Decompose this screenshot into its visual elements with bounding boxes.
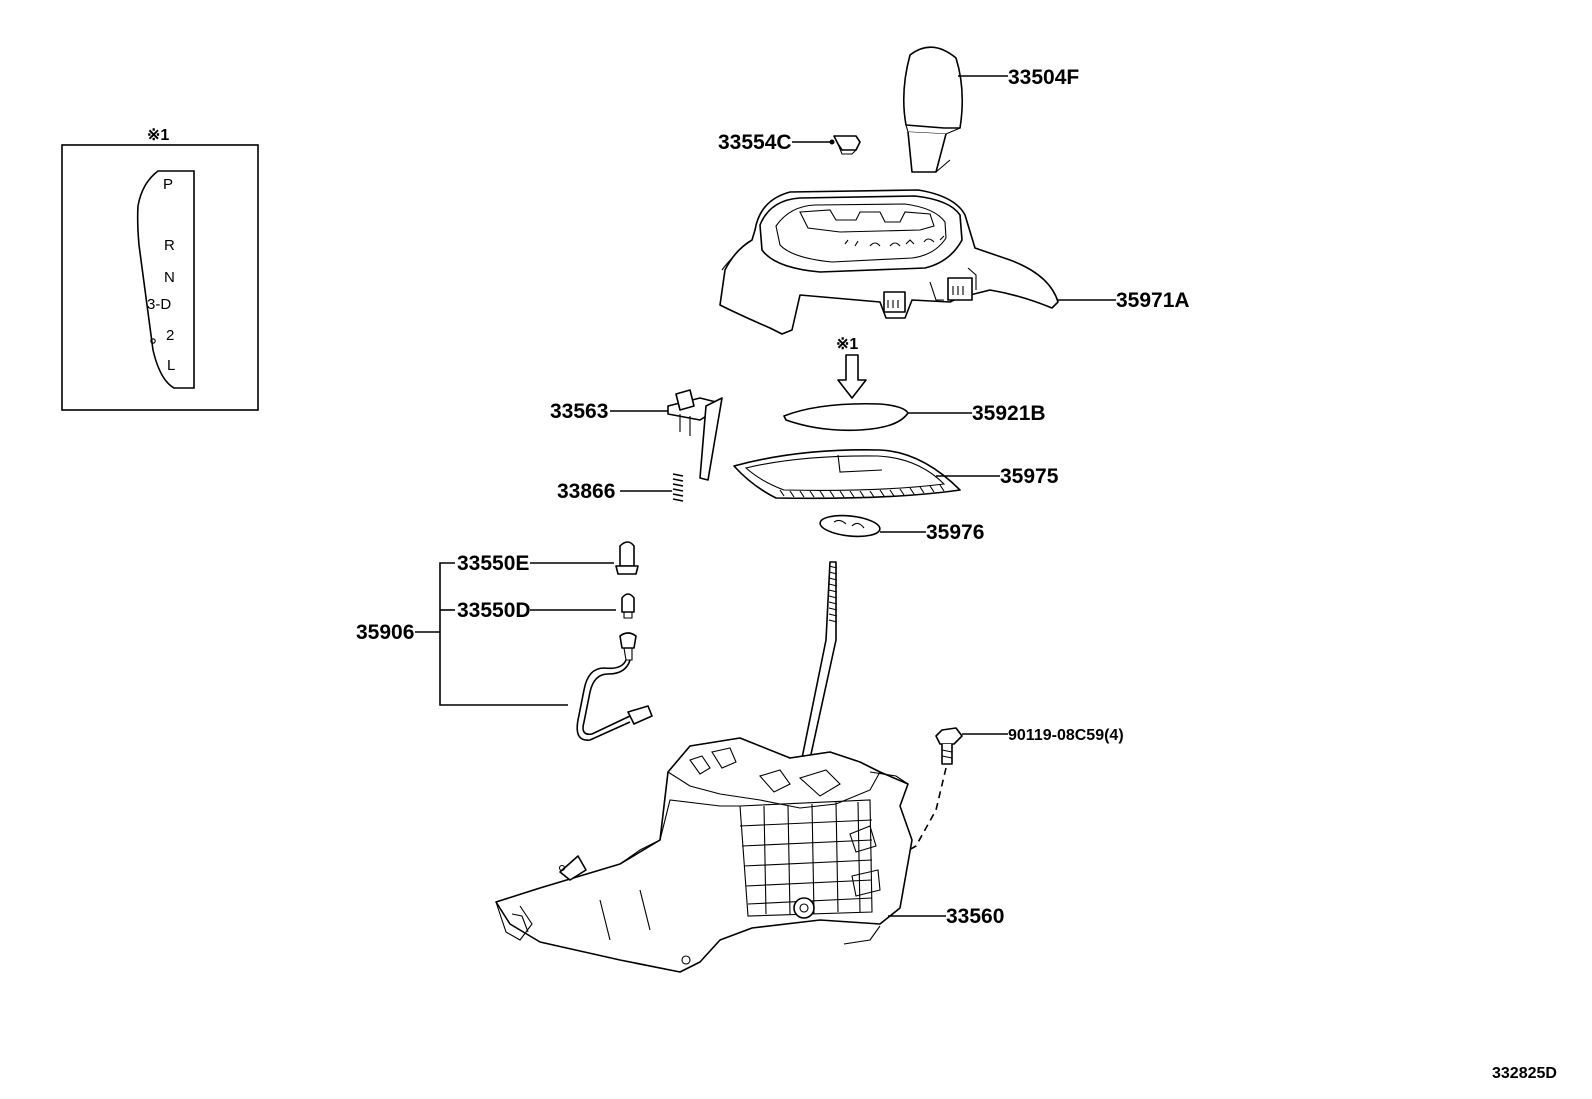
lever-assembly-33560: 33560 bbox=[495, 561, 1004, 973]
slide-plate-35975: 35975 bbox=[733, 449, 1059, 500]
console-bezel-35971A: 35971A bbox=[719, 189, 1190, 335]
shift-button-33554C: 33554C bbox=[718, 131, 861, 155]
callout-35975: 35975 bbox=[1000, 465, 1059, 488]
small-plate-35976: 35976 bbox=[819, 514, 984, 544]
callout-33550E: 33550E bbox=[457, 552, 529, 575]
gate-p: P bbox=[163, 176, 173, 193]
callout-35906: 35906 bbox=[356, 621, 414, 644]
gate-n: N bbox=[164, 269, 175, 286]
callout-35921B: 35921B bbox=[972, 402, 1046, 425]
shift-pattern-inset: ※1 P R N 3-D 2 L bbox=[61, 127, 259, 411]
callout-90119-08C59: 90119-08C59(4) bbox=[1008, 727, 1124, 744]
bolt-90119-08C59: 90119-08C59(4) bbox=[887, 727, 1124, 863]
gate-plate-outline bbox=[136, 170, 195, 389]
wire-harness bbox=[576, 632, 653, 741]
callout-35971A: 35971A bbox=[1116, 289, 1190, 312]
inset-frame bbox=[61, 144, 259, 411]
gate-l: L bbox=[167, 357, 175, 374]
gate-2: 2 bbox=[166, 327, 174, 344]
callout-33563: 33563 bbox=[550, 400, 608, 423]
gate-indicator-dot bbox=[150, 338, 156, 344]
gate-3d: 3-D bbox=[147, 296, 171, 313]
callout-33550D: 33550D bbox=[457, 599, 531, 622]
callout-33504F: 33504F bbox=[1008, 66, 1079, 89]
spring-33866: 33866 bbox=[557, 473, 684, 503]
view-arrow: ※1 bbox=[836, 336, 867, 399]
bulb-socket-33550E: 33550E bbox=[457, 541, 639, 575]
callout-33866: 33866 bbox=[557, 480, 615, 503]
shift-knob-33504F: 33504F bbox=[902, 46, 1079, 173]
bulb-33550D: 33550D bbox=[457, 593, 635, 622]
indicator-plate-35921B: 35921B bbox=[783, 402, 1046, 432]
gate-r: R bbox=[164, 237, 175, 254]
callout-33554C: 33554C bbox=[718, 131, 792, 154]
arrow-marker: ※1 bbox=[836, 336, 858, 353]
inset-marker: ※1 bbox=[147, 127, 169, 144]
wire-assembly-35906: 35906 bbox=[356, 562, 568, 706]
lock-switch-33563: 33563 bbox=[550, 389, 723, 481]
callout-33560: 33560 bbox=[946, 905, 1004, 928]
figure-id: 332825D bbox=[1492, 1065, 1557, 1082]
callout-35976: 35976 bbox=[926, 521, 984, 544]
